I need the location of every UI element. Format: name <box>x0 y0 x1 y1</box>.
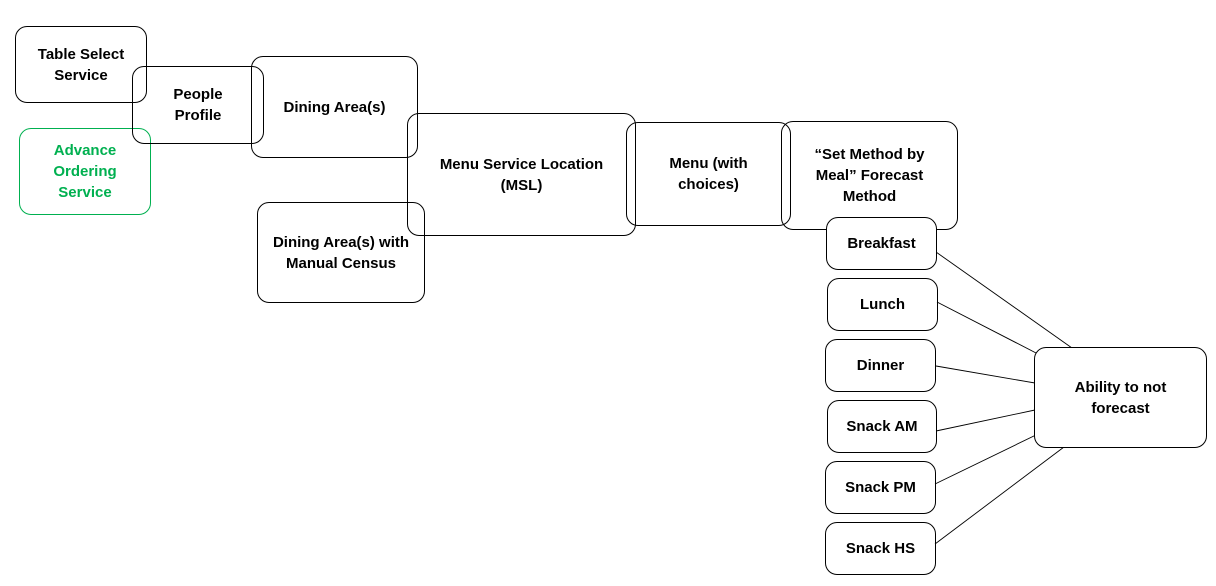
breakfast-box: Breakfast <box>826 217 937 270</box>
table-select-service-label: Table Select Service <box>37 45 125 84</box>
connector-snack-am <box>935 409 1036 432</box>
ability-to-not-forecast-box: Ability to not forecast <box>1034 347 1207 448</box>
connector-dinner <box>935 365 1036 384</box>
snack-hs-label: Snack HS <box>845 540 916 557</box>
people-profile-box: People Profile <box>132 66 264 144</box>
menu-with-choices-box: Menu (with choices) <box>626 122 791 226</box>
snack-am-label: Snack AM <box>846 418 918 435</box>
ability-to-not-forecast-label: Ability to not forecast <box>1074 378 1167 417</box>
snack-pm-label: Snack PM <box>845 479 916 496</box>
people-profile-label: People Profile <box>173 86 223 124</box>
snack-hs-box: Snack HS <box>825 522 936 575</box>
advance-ordering-service-box: Advance Ordering Service <box>19 128 151 215</box>
snack-am-box: Snack AM <box>827 400 937 453</box>
dinner-label: Dinner <box>856 357 905 374</box>
dining-areas-manual-census-box: Dining Area(s) with Manual Census <box>257 202 425 303</box>
menu-service-location-label: Menu Service Location (MSL) <box>439 155 604 194</box>
dining-areas-manual-census-label: Dining Area(s) with Manual Census <box>272 233 410 272</box>
connector-breakfast <box>935 251 1073 349</box>
connector-snack-pm <box>934 433 1039 485</box>
advance-ordering-service-label: Advance Ordering Service <box>53 142 117 201</box>
dining-areas-box: Dining Area(s) <box>251 56 418 158</box>
connector-lunch <box>936 301 1039 355</box>
dining-areas-label: Dining Area(s) <box>283 98 386 116</box>
connector-snack-hs <box>934 446 1065 545</box>
table-select-service-box: Table Select Service <box>15 26 147 103</box>
menu-with-choices-label: Menu (with choices) <box>669 155 748 193</box>
set-method-by-meal-box: “Set Method by Meal” Forecast Method <box>781 121 958 230</box>
breakfast-label: Breakfast <box>847 235 916 252</box>
lunch-box: Lunch <box>827 278 938 331</box>
set-method-by-meal-label: “Set Method by Meal” Forecast Method <box>814 146 925 205</box>
menu-service-location-box: Menu Service Location (MSL) <box>407 113 636 236</box>
lunch-label: Lunch <box>860 296 905 313</box>
snack-pm-box: Snack PM <box>825 461 936 514</box>
dinner-box: Dinner <box>825 339 936 392</box>
